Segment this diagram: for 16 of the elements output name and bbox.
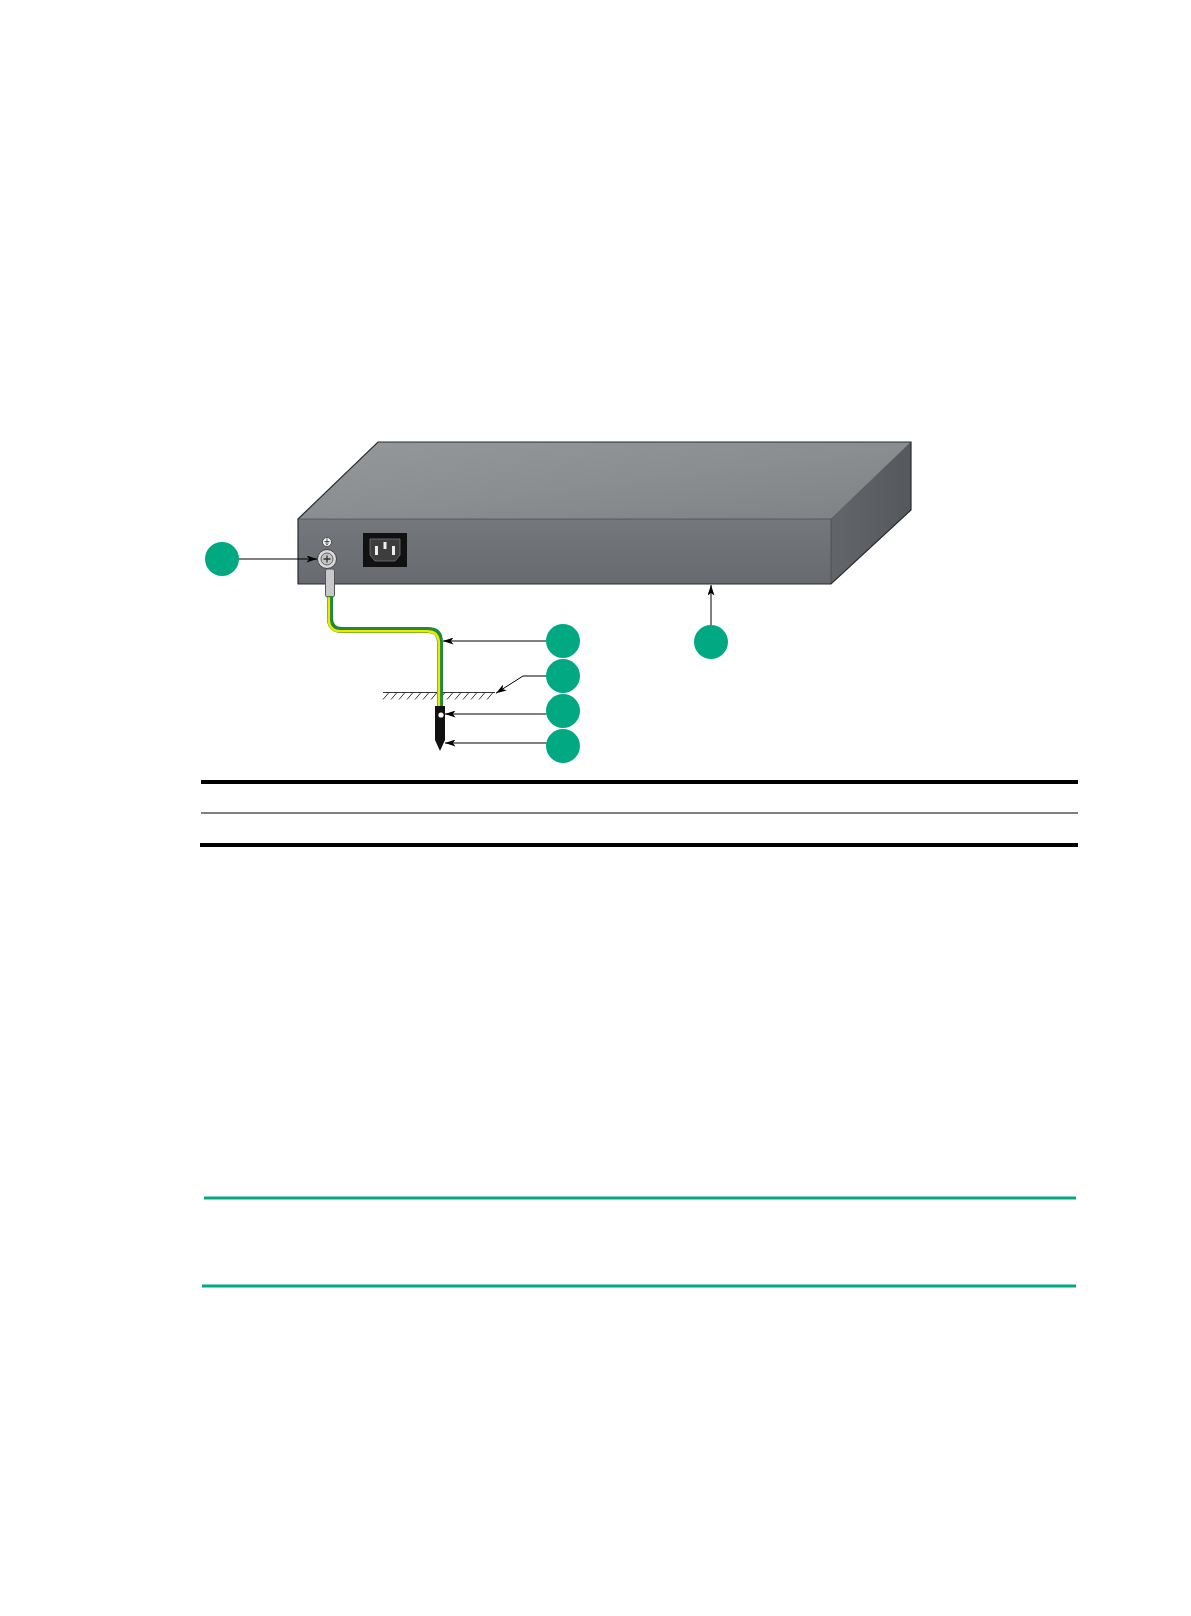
callout-circle — [694, 625, 728, 659]
callout-circle — [546, 624, 580, 658]
callout-circle — [205, 542, 239, 576]
leader-line — [238, 555, 318, 563]
callout-circle — [546, 659, 580, 693]
ground-rod — [435, 706, 445, 751]
ground-surface — [382, 692, 496, 700]
callout-circle — [546, 729, 580, 763]
leader-line — [495, 675, 547, 694]
leader-line — [707, 584, 715, 626]
leader-line — [444, 739, 547, 747]
callout-circle — [546, 694, 580, 728]
leader-line — [442, 637, 547, 645]
grounding-screw — [317, 549, 337, 569]
leader-line — [444, 710, 547, 718]
device-chassis — [297, 441, 912, 585]
